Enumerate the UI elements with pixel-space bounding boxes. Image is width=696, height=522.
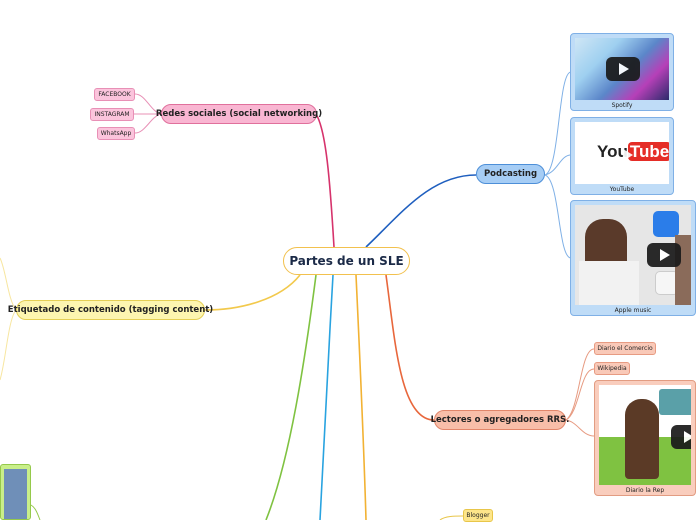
connector-green-thumb [31, 505, 40, 520]
topic-etiquetado-contenido[interactable]: Etiquetado de contenido (tagging content… [16, 300, 205, 320]
connector-lectores [386, 275, 434, 420]
connector-cyan [320, 275, 333, 520]
connector-etiquetado-left2 [0, 310, 16, 380]
subtopic-blogger[interactable]: Blogger [463, 509, 493, 522]
green-media-thumbnail [4, 469, 27, 519]
connector-diario-rep [566, 420, 594, 436]
spotify-thumbnail [575, 38, 669, 100]
subtopic-instagram[interactable]: INSTAGRAM [90, 108, 134, 121]
central-topic[interactable]: Partes de un SLE [283, 247, 410, 275]
topic-podcasting[interactable]: Podcasting [476, 164, 545, 184]
show-logo [659, 389, 691, 415]
person-figure [625, 399, 659, 479]
connector-gold [356, 275, 366, 520]
play-icon[interactable] [606, 57, 640, 81]
connector-blogger [440, 516, 463, 520]
topic-lectores-agregadores[interactable]: Lectores o agregadores RRS. [434, 410, 566, 430]
connector-wikipedia [566, 369, 594, 420]
caption-diario-la-rep: Diario la Rep [595, 487, 695, 494]
subtopic-diario-el-comercio[interactable]: Diario el Comercio [594, 342, 656, 355]
play-icon[interactable] [647, 243, 681, 267]
media-spotify[interactable]: Spotify [570, 33, 674, 111]
caption-apple-music: Apple music [571, 307, 695, 314]
play-icon[interactable] [610, 143, 636, 161]
caption-youtube: YouTube [571, 186, 673, 193]
connector-green [266, 275, 316, 520]
diario-rep-thumbnail [599, 385, 691, 485]
finder-icon [653, 211, 679, 237]
media-green-partial[interactable] [0, 464, 31, 520]
apple-music-thumbnail [575, 205, 691, 305]
connector-podcasting [366, 175, 476, 247]
subtopic-facebook[interactable]: FACEBOOK [94, 88, 135, 101]
subtopic-whatsapp[interactable]: WhatsApp [97, 127, 135, 140]
person-shirt [579, 261, 639, 305]
caption-spotify: Spotify [571, 102, 673, 109]
connector-apple [545, 175, 571, 258]
connector-redes [316, 114, 334, 247]
subtopic-wikipedia[interactable]: Wikipedia [594, 362, 630, 375]
connector-etiquetado-left [0, 258, 16, 310]
connector-spotify [545, 72, 571, 175]
connector-etiquetado [205, 275, 300, 310]
play-icon[interactable] [671, 425, 691, 449]
media-apple-music[interactable]: Apple music [570, 200, 696, 316]
connector-comercio [566, 349, 594, 420]
topic-redes-sociales[interactable]: Redes sociales (social networking) [161, 104, 317, 124]
media-diario-la-rep[interactable]: Diario la Rep [594, 380, 696, 496]
